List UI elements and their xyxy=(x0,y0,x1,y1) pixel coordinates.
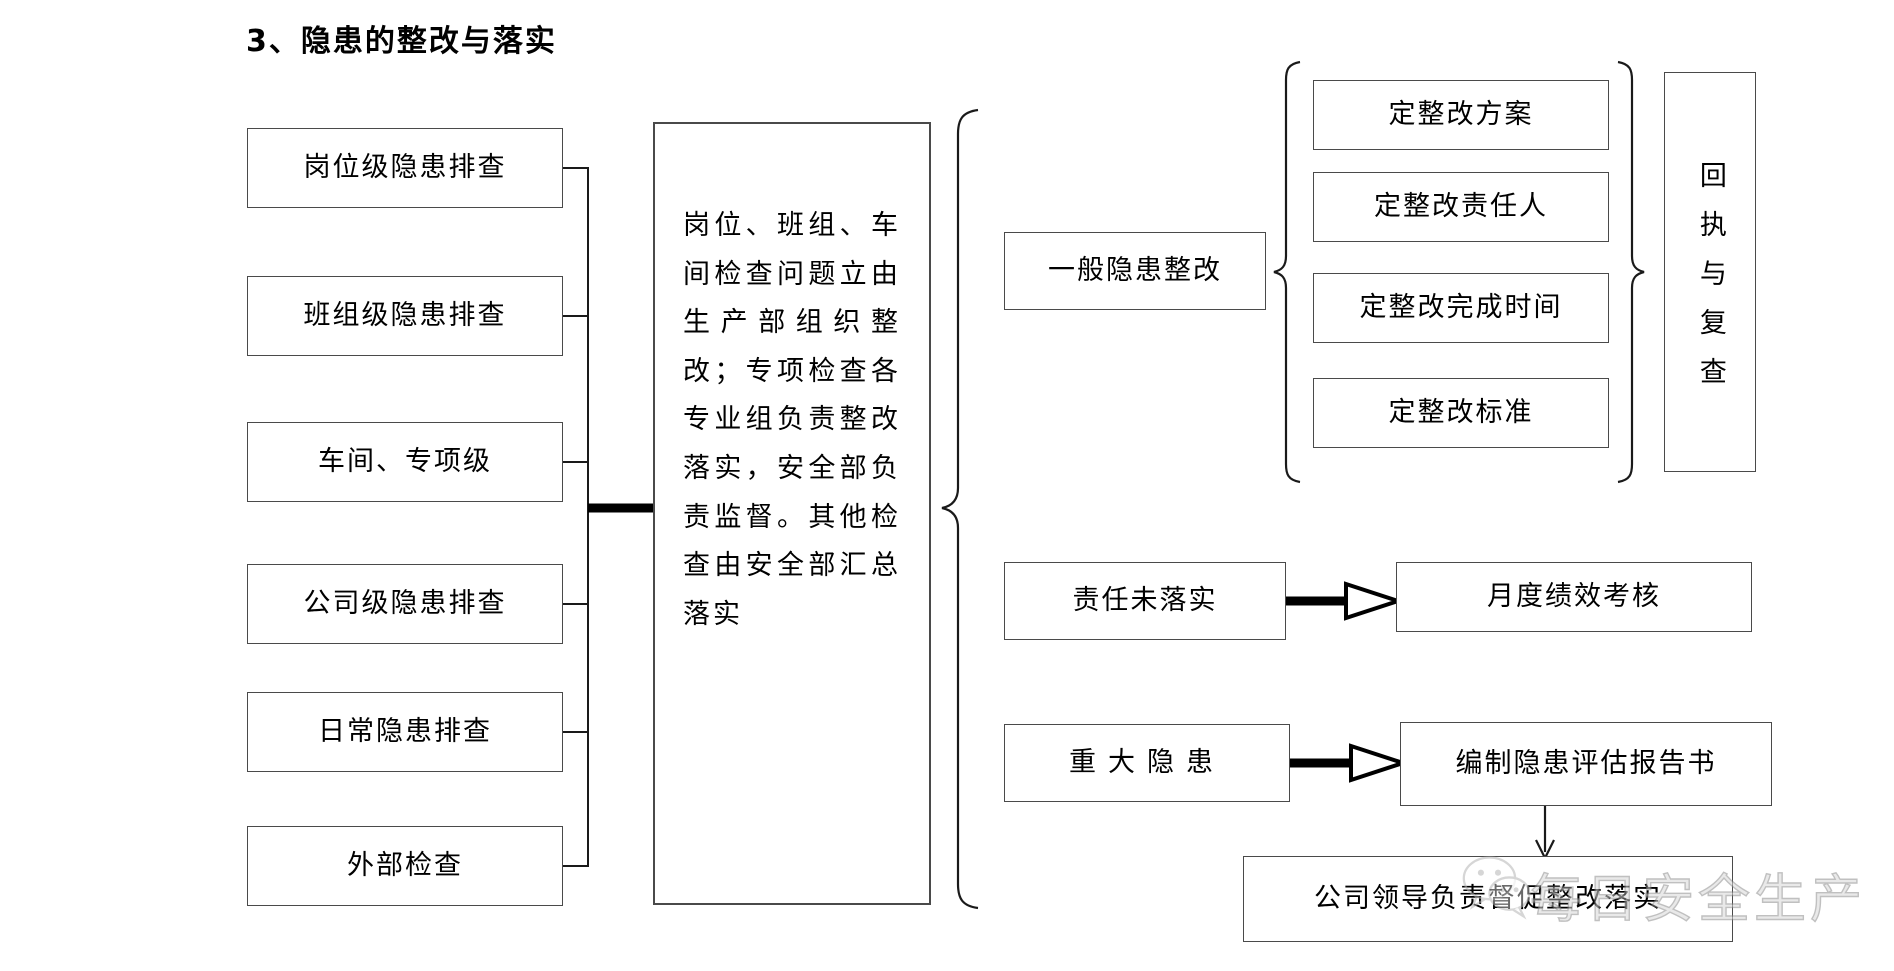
page-title: 3、隐患的整改与落实 xyxy=(246,24,557,59)
outcome-hazard-report[interactable]: 编制隐患评估报告书 xyxy=(1400,722,1772,806)
rectification-item-2[interactable]: 定整改责任人 xyxy=(1313,172,1609,242)
receipt-and-review-box[interactable]: 回执与复查 xyxy=(1664,72,1756,472)
outcome-leader-supervision[interactable]: 公司领导负责督促整改落实 xyxy=(1243,856,1733,942)
branch-label: 一般隐患整改 xyxy=(1048,255,1222,287)
source-box-5[interactable]: 日常隐患排查 xyxy=(247,692,563,772)
source-label: 日常隐患排查 xyxy=(318,716,492,748)
center-process-box[interactable]: 岗位、班组、车间检查问题立由生产部组织整改；专项检查各专业组负责整改落实，安全部… xyxy=(653,122,931,905)
rectification-label: 定整改方案 xyxy=(1388,99,1534,131)
brace-general-items xyxy=(1273,60,1301,484)
source-box-6[interactable]: 外部检查 xyxy=(247,826,563,906)
source-box-1[interactable]: 岗位级隐患排查 xyxy=(247,128,563,208)
rectification-label: 定整改完成时间 xyxy=(1359,292,1563,324)
rectification-item-3[interactable]: 定整改完成时间 xyxy=(1313,273,1609,343)
branch-major-hazard[interactable]: 重大隐患 xyxy=(1004,724,1290,802)
arrow-responsibility-to-performance xyxy=(1285,581,1405,621)
branch-label: 重大隐患 xyxy=(1069,747,1225,779)
branch-general-rectification[interactable]: 一般隐患整改 xyxy=(1004,232,1266,310)
source-box-4[interactable]: 公司级隐患排查 xyxy=(247,564,563,644)
receipt-label: 回执与复查 xyxy=(1694,160,1726,406)
brace-center-split xyxy=(941,108,979,910)
source-label: 外部检查 xyxy=(347,850,463,882)
source-box-3[interactable]: 车间、专项级 xyxy=(247,422,563,502)
rectification-label: 定整改责任人 xyxy=(1374,191,1548,223)
rectification-item-4[interactable]: 定整改标准 xyxy=(1313,378,1609,448)
outcome-label: 编制隐患评估报告书 xyxy=(1455,748,1717,780)
source-label: 班组级隐患排查 xyxy=(303,300,507,332)
outcome-label: 公司领导负责督促整改落实 xyxy=(1314,883,1662,915)
rectification-label: 定整改标准 xyxy=(1388,397,1534,429)
branch-responsibility-unfulfilled[interactable]: 责任未落实 xyxy=(1004,562,1286,640)
rectification-item-1[interactable]: 定整改方案 xyxy=(1313,80,1609,150)
branch-label: 责任未落实 xyxy=(1072,585,1218,617)
outcome-label: 月度绩效考核 xyxy=(1487,581,1661,613)
center-process-text: 岗位、班组、车间检查问题立由生产部组织整改；专项检查各专业组负责整改落实，安全部… xyxy=(683,210,901,630)
source-box-2[interactable]: 班组级隐患排查 xyxy=(247,276,563,356)
outcome-monthly-performance[interactable]: 月度绩效考核 xyxy=(1396,562,1752,632)
source-label: 公司级隐患排查 xyxy=(303,588,507,620)
arrow-major-to-report xyxy=(1290,743,1410,783)
brace-items-receipt xyxy=(1617,60,1645,484)
source-label: 车间、专项级 xyxy=(318,446,492,478)
source-label: 岗位级隐患排查 xyxy=(303,152,507,184)
arrow-report-to-leader xyxy=(1535,806,1555,861)
